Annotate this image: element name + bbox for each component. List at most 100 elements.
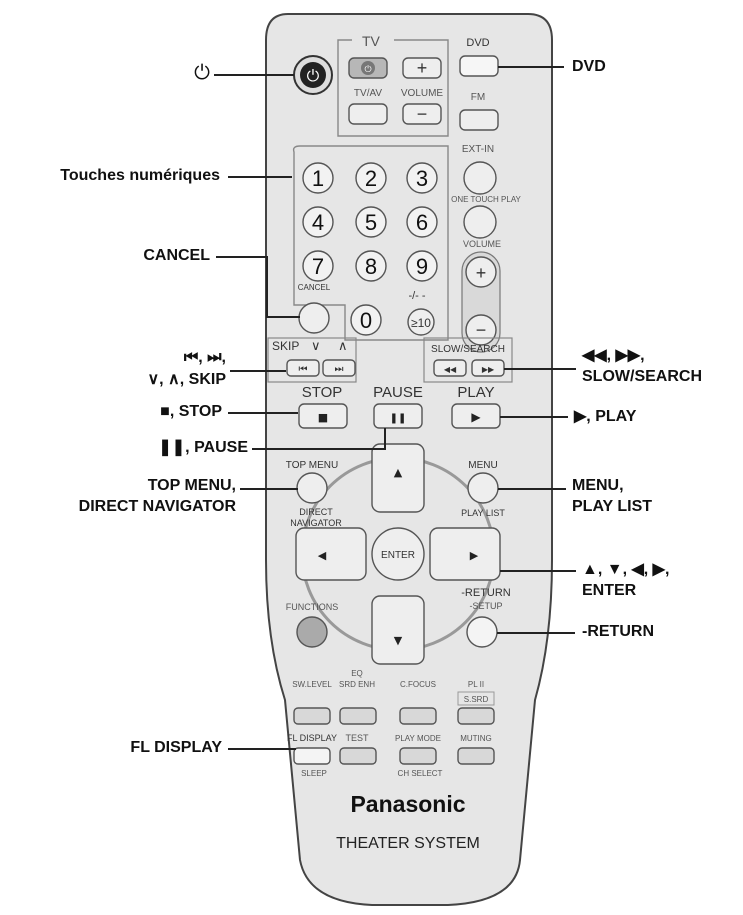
pl2-label: PL II [468, 680, 484, 689]
digit-4-button[interactable] [302, 206, 334, 238]
digit-5-button[interactable] [355, 206, 387, 238]
tv-volume-down-button[interactable] [402, 103, 442, 125]
c-focus-button[interactable] [399, 707, 437, 725]
cursor-down-icon: ▼ [394, 634, 403, 647]
cursor-up-button[interactable] [371, 443, 425, 513]
ext-in-label: EXT-IN [462, 144, 494, 155]
dvd-callout-line [498, 66, 564, 68]
tv-av-label: TV/AV [354, 88, 382, 99]
ge10-button[interactable] [407, 308, 435, 336]
dash-dash-label: -/- - [408, 290, 425, 302]
play-mode-label: PLAY MODE [395, 734, 441, 743]
digit-1-button[interactable] [302, 162, 334, 194]
digit-8-button[interactable] [355, 250, 387, 282]
tv-volume-plus-label: + [417, 58, 428, 78]
digit-2-button[interactable] [355, 162, 387, 194]
power-callout-line [214, 74, 294, 76]
cursor-right-button[interactable] [429, 527, 501, 581]
pause-label: PAUSE [373, 384, 423, 401]
skip-down-label: ∨ [311, 338, 321, 353]
muting-button[interactable] [457, 747, 495, 765]
stop-label: STOP [302, 384, 343, 401]
sleep-label: SLEEP [301, 769, 327, 778]
digit-0-label: 0 [360, 308, 372, 333]
numeric-keys-annotation: Touches numériques [60, 167, 220, 184]
return-button[interactable] [466, 616, 498, 648]
cursor-right-icon: ▶ [470, 549, 479, 562]
s-srd-button[interactable] [457, 707, 495, 725]
one-touch-play-button[interactable] [463, 205, 497, 239]
digit-7-button[interactable] [302, 250, 334, 282]
model-label: THEATER SYSTEM [336, 835, 480, 852]
digit-1-label: 1 [312, 166, 324, 191]
s-srd-button-frame [457, 691, 495, 706]
enter-label: ENTER [381, 550, 415, 561]
digit-0-button[interactable] [350, 304, 382, 336]
skip-next-button[interactable] [322, 359, 356, 377]
digit-6-button[interactable] [406, 206, 438, 238]
stop-annotation: ■, STOP [160, 403, 222, 420]
dvd-button[interactable] [459, 55, 499, 77]
tv-power-icon: ⏻ [364, 64, 371, 75]
top-menu-label: TOP MENU [286, 460, 338, 471]
pause-icon: ❚❚ [390, 413, 407, 424]
cursor-down-button[interactable] [371, 595, 425, 665]
eq-label: EQ [351, 669, 363, 678]
numeric-callout-line [228, 176, 292, 178]
tv-volume-minus-label: − [417, 104, 428, 124]
menu-annotation-line2: PLAY LIST [572, 498, 653, 515]
top-menu-annotation-line2: DIRECT NAVIGATOR [78, 498, 236, 515]
cancel-button[interactable] [298, 302, 330, 334]
digit-9-button[interactable] [406, 250, 438, 282]
fm-label: FM [471, 92, 485, 103]
tv-av-button[interactable] [348, 103, 388, 125]
cursor-left-button[interactable] [295, 527, 367, 581]
fl-display-callout-line [228, 748, 296, 750]
volume-up-button[interactable] [465, 256, 497, 288]
pause-button[interactable] [373, 403, 423, 429]
play-mode-button[interactable] [399, 747, 437, 765]
tv-volume-up-button[interactable] [402, 57, 442, 79]
digit-3-label: 3 [416, 166, 428, 191]
play-label: PLAY [457, 384, 494, 401]
skip-up-label: ∧ [338, 338, 348, 353]
digit-3-button[interactable] [406, 162, 438, 194]
sw-level-button[interactable] [293, 707, 331, 725]
enter-button[interactable] [371, 527, 425, 581]
fl-display-button[interactable] [293, 747, 331, 765]
menu-button[interactable] [467, 472, 499, 504]
cursor-up-icon: ▲ [394, 466, 403, 479]
top-menu-button[interactable] [296, 472, 328, 504]
search-callout-line [504, 368, 576, 370]
power-annotation: ⏻ [194, 62, 210, 84]
digit-4-label: 4 [312, 210, 324, 235]
cancel-callout-line-v [266, 256, 268, 318]
cursor-callout-line [500, 570, 576, 572]
fm-button[interactable] [459, 109, 499, 131]
cursor-left-icon: ◀ [318, 549, 327, 562]
cursor-annotation-line2: ENTER [582, 582, 637, 599]
menu-annotation-line1: MENU, [572, 477, 624, 494]
digit-2-label: 2 [365, 166, 377, 191]
direct-navigator-label-1: DIRECT [299, 507, 333, 517]
skip-group-frame [267, 337, 357, 383]
test-button[interactable] [339, 747, 377, 765]
ext-in-button[interactable] [463, 161, 497, 195]
rewind-button[interactable] [433, 359, 467, 377]
menu-callout-line [498, 488, 566, 490]
skip-prev-button[interactable] [286, 359, 320, 377]
play-callout-line [500, 416, 568, 418]
cancel-annotation: CANCEL [143, 247, 210, 264]
functions-button[interactable] [296, 616, 328, 648]
digit-8-label: 8 [365, 254, 377, 279]
cancel-callout-line-h2 [266, 316, 300, 318]
digit-9-label: 9 [416, 254, 428, 279]
cursor-annotation-line1: ▲, ▼, ◀, ▶, [582, 561, 670, 578]
search-annotation-line1: ◀◀, ▶▶, [582, 347, 645, 364]
srd-enh-button[interactable] [339, 707, 377, 725]
stop-button[interactable] [298, 403, 348, 429]
fl-display-label: FL DISPLAY [287, 733, 337, 743]
ge10-label: ≥10 [411, 316, 431, 330]
tv-group-frame [337, 39, 449, 137]
